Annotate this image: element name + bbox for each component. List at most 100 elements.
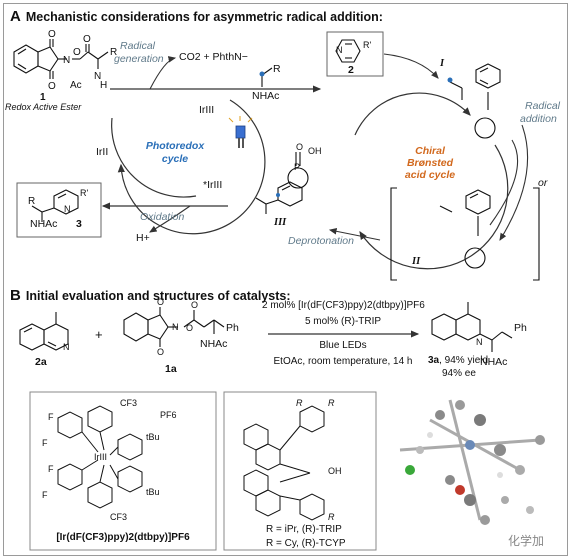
substrate-1a-nhac: NHAc [200,338,228,350]
substrate-2a-label: 2a [35,356,47,368]
svg-text:Ac: Ac [70,80,82,91]
svg-text:O: O [157,347,164,357]
photoredox-circle-arc2 [111,117,197,198]
ir-tbu-bottom: tBu [146,487,160,497]
ir-f-1: F [48,412,54,422]
svg-text:R: R [28,196,35,207]
product-3a-result: 3a, 94% yield [428,355,488,366]
ir-cf3-top: CF3 [120,398,138,408]
radical-r: R [273,63,281,75]
svg-text:H: H [100,80,107,91]
compound-1-atoms: O O N O O R N H Ac [48,29,117,92]
svg-text:O: O [83,34,91,45]
intermediate-i-structure [449,63,501,139]
svg-text:N: N [63,55,70,66]
ir-iii-top: IrIII [199,104,215,116]
ir-catalyst-structure [57,405,143,509]
section-a-heading: Mechanistic considerations for asymmetri… [25,10,383,24]
chiral-cycle-arc [354,92,471,136]
arrow-h-plus [149,205,191,233]
svg-text:O: O [48,29,56,40]
radical-generation-line2: generation [114,53,164,65]
compound-2-number: 2 [348,64,354,76]
arrow-co2-release [149,56,177,90]
crystal-structure-model [399,399,545,525]
trip-catalyst-box [223,391,377,551]
radical-structure [261,67,273,87]
radical-addition-line1: Radical [525,100,561,112]
arrow-i-to-ii-b [489,139,519,226]
product-3a-nhac: NHAc [480,356,508,368]
svg-text:N: N [94,71,101,82]
compound-2-r: R' [363,40,372,50]
iii-radical-dot [276,193,280,197]
deprotonation-label: Deprotonation [288,235,354,247]
compound-1-structure [13,39,109,79]
chiral-acid-structure [287,152,309,189]
intermediate-i-label: I [440,58,445,69]
product-3-box [16,182,102,238]
blue-led-icon [228,116,253,148]
condition-trip: 5 mol% (R)-TRIP [304,316,382,327]
compound-2-box [326,31,384,77]
section-a-letter: A [10,8,21,25]
svg-text:O: O [191,300,198,310]
section-a-title: A Mechanistic considerations for asymmetr… [10,8,383,25]
ir-cf3-bottom: CF3 [110,512,128,522]
intermediate-iii-structure [255,181,303,214]
product-3a-number: 3a [428,355,440,366]
i-radical-dot [447,77,453,83]
compound-1-number: 1 [40,92,46,103]
compound-2-structure [335,39,361,63]
radical-generation-line1: Radical [120,40,156,52]
figure-frame [3,3,568,556]
compound-1-caption: Redox Active Ester [5,102,82,112]
substrate-1a-structure [123,307,225,347]
ir-f-3: F [48,464,54,474]
svg-text:N: N [63,342,70,352]
co2-products: CO2 + PhthN− [179,51,248,63]
svg-text:N: N [476,337,483,347]
substrate-2a-structure [19,312,69,351]
chiral-cycle-line3: acid cycle [404,169,456,181]
arrow-to-intermediate-i [383,53,439,79]
acid-oh: OH [308,146,322,156]
chiral-cycle-line1: Chiral [415,145,445,157]
condition-solvent: EtOAc, room temperature, 14 h [273,356,413,367]
product-3-nhac: NHAc [30,218,58,230]
svg-text:O: O [73,47,81,58]
svg-text:O: O [48,81,56,92]
ir-catalyst-box [29,391,217,551]
acid-o: O [296,142,304,152]
svg-text:N: N [172,322,179,332]
trip-oh: OH [328,466,342,476]
ir-center: IrIII [94,452,107,462]
product-3a-ph: Ph [514,322,527,334]
svg-text:O: O [186,323,193,333]
trip-line1: R = iPr, (R)-TRIP [266,524,342,535]
trip-structure [243,405,325,521]
ir-pf6: PF6 [160,410,177,420]
intermediate-ii-bracket [390,187,540,281]
arrow-i-to-ii [499,124,529,241]
section-b-letter: B [10,287,21,304]
chiral-cycle-line2: Brønsted [406,157,454,169]
radical-addition-line2: addition [520,113,557,125]
ir-f-2: F [42,438,48,448]
trip-r-top2: R [296,398,303,408]
svg-text:R: R [110,47,117,58]
plus-sign: + [95,327,103,342]
product-3-structure [31,189,79,222]
h-plus: H+ [136,232,150,244]
photoredox-cycle-line2: cycle [161,153,189,165]
svg-text:R': R' [80,188,88,198]
substrate-1a-label: 1a [165,363,177,375]
trip-r-top: R [328,398,335,408]
condition-catalyst: 2 mol% [Ir(dF(CF3)ppy)2(dtbpy)]PF6 [262,300,425,311]
substrate-1a-atoms: O O N O O [157,297,198,357]
or-label: or [538,177,548,189]
ir-tbu-top: tBu [146,432,160,442]
intermediate-iii-label: III [274,217,287,228]
